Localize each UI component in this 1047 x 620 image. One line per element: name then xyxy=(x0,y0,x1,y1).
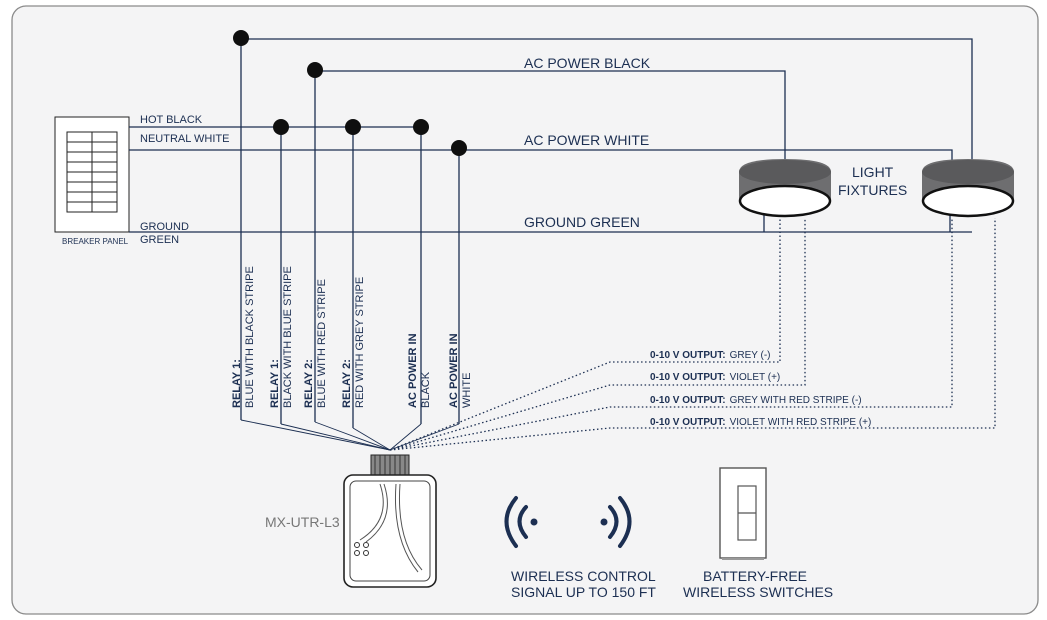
output-label-2: 0-10 V OUTPUT: VIOLET (+) xyxy=(650,372,780,383)
dimming-wires xyxy=(389,218,996,451)
hot-black-label: HOT BLACK xyxy=(140,114,203,126)
wireless-signal-icon xyxy=(504,496,632,548)
wire-label-6-head: AC POWER IN xyxy=(448,333,460,408)
wireless-line2-label: SIGNAL UP TO 150 FT xyxy=(511,584,656,600)
signal-dot-right xyxy=(600,518,608,526)
output-label-2-head: 0-10 V OUTPUT: xyxy=(650,372,726,383)
wire-label-3-head: RELAY 2: xyxy=(303,359,315,408)
wire-label-4-head: RELAY 2: xyxy=(341,359,353,408)
green-label: GREEN xyxy=(140,234,179,246)
light-fixture-right xyxy=(921,159,1015,218)
ac-power-white-label: AC POWER WHITE xyxy=(524,132,649,148)
wire-label-3-desc: BLUE WITH RED STRIPE xyxy=(316,279,328,408)
output-label-1-desc: GREY (-) xyxy=(730,350,771,361)
junction-dots xyxy=(233,30,467,156)
ground-green-label: GROUND GREEN xyxy=(524,214,640,230)
wire-label-2: RELAY 1: BLACK WITH BLUE STRIPE xyxy=(269,266,294,408)
wire-label-6: AC POWER IN WHITE xyxy=(448,333,473,408)
output-label-3: 0-10 V OUTPUT: GREY WITH RED STRIPE (-) xyxy=(650,395,862,406)
converging-wires xyxy=(240,419,460,451)
output-label-1: 0-10 V OUTPUT: GREY (-) xyxy=(650,350,771,361)
wire-label-4-desc: RED WITH GREY STRIPE xyxy=(354,277,366,408)
wire-label-3: RELAY 2: BLUE WITH RED STRIPE xyxy=(303,279,328,408)
light-label: LIGHT xyxy=(852,164,894,180)
neutral-white-label: NEUTRAL WHITE xyxy=(140,133,229,145)
controller-device xyxy=(343,454,437,588)
wire-label-6-desc: WHITE xyxy=(461,373,473,408)
breaker-panel xyxy=(54,116,130,233)
wire-label-1: RELAY 1: BLUE WITH BLACK STRIPE xyxy=(231,266,256,408)
wire-label-4: RELAY 2: RED WITH GREY STRIPE xyxy=(341,277,366,408)
wireless-switch-icon xyxy=(719,467,767,560)
wire-label-2-desc: BLACK WITH BLUE STRIPE xyxy=(282,266,294,408)
wire-label-1-head: RELAY 1: xyxy=(231,359,243,408)
wire-label-5-head: AC POWER IN xyxy=(407,333,419,408)
signal-dot-left xyxy=(530,518,538,526)
wire-label-1-desc: BLUE WITH BLACK STRIPE xyxy=(244,266,256,408)
wire-label-5-desc: BLACK xyxy=(420,371,432,408)
output-label-4: 0-10 V OUTPUT: VIOLET WITH RED STRIPE (+) xyxy=(650,417,871,428)
diagram-frame xyxy=(11,5,1039,615)
output-label-2-desc: VIOLET (+) xyxy=(730,372,781,383)
light-fixture-left xyxy=(738,159,832,218)
ground-label: GROUND xyxy=(140,221,189,233)
wireless-line1-label: WIRELESS CONTROL xyxy=(511,568,656,584)
output-label-3-head: 0-10 V OUTPUT: xyxy=(650,395,726,406)
fixtures-label: FIXTURES xyxy=(838,182,907,198)
device-model-label: MX-UTR-L3 xyxy=(265,514,340,530)
switch-line1-label: BATTERY-FREE xyxy=(703,568,807,584)
output-label-4-head: 0-10 V OUTPUT: xyxy=(650,417,726,428)
output-label-4-desc: VIOLET WITH RED STRIPE (+) xyxy=(730,417,872,428)
breaker-panel-label: BREAKER PANEL xyxy=(62,237,129,246)
output-label-1-head: 0-10 V OUTPUT: xyxy=(650,350,726,361)
wire-label-5: AC POWER IN BLACK xyxy=(407,333,432,408)
wire-label-2-head: RELAY 1: xyxy=(269,359,281,408)
switch-line2-label: WIRELESS SWITCHES xyxy=(683,584,833,600)
ac-power-black-label: AC POWER BLACK xyxy=(524,55,651,71)
output-label-3-desc: GREY WITH RED STRIPE (-) xyxy=(730,395,862,406)
